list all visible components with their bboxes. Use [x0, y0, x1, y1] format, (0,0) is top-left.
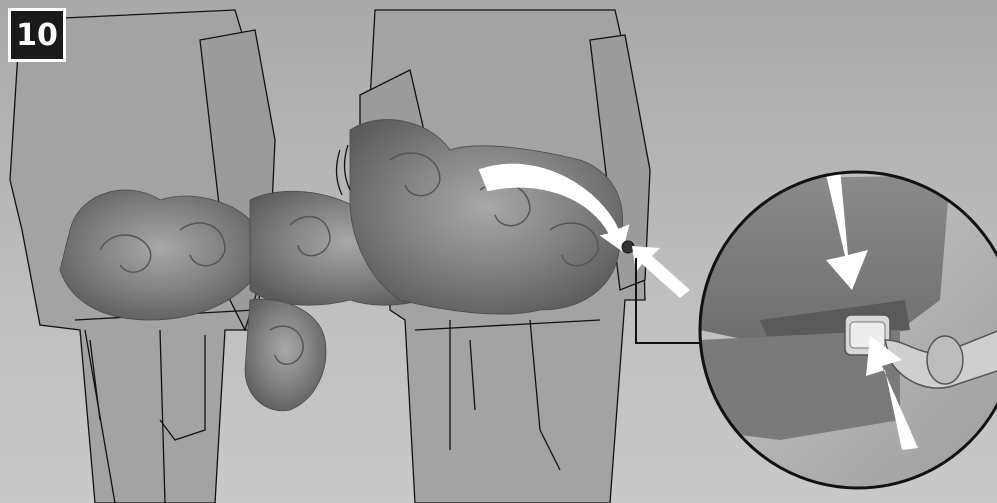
detail-closeup	[690, 160, 997, 500]
step-number-badge: 10	[8, 8, 66, 62]
motion-marks	[336, 145, 350, 195]
step-number: 10	[16, 18, 58, 53]
